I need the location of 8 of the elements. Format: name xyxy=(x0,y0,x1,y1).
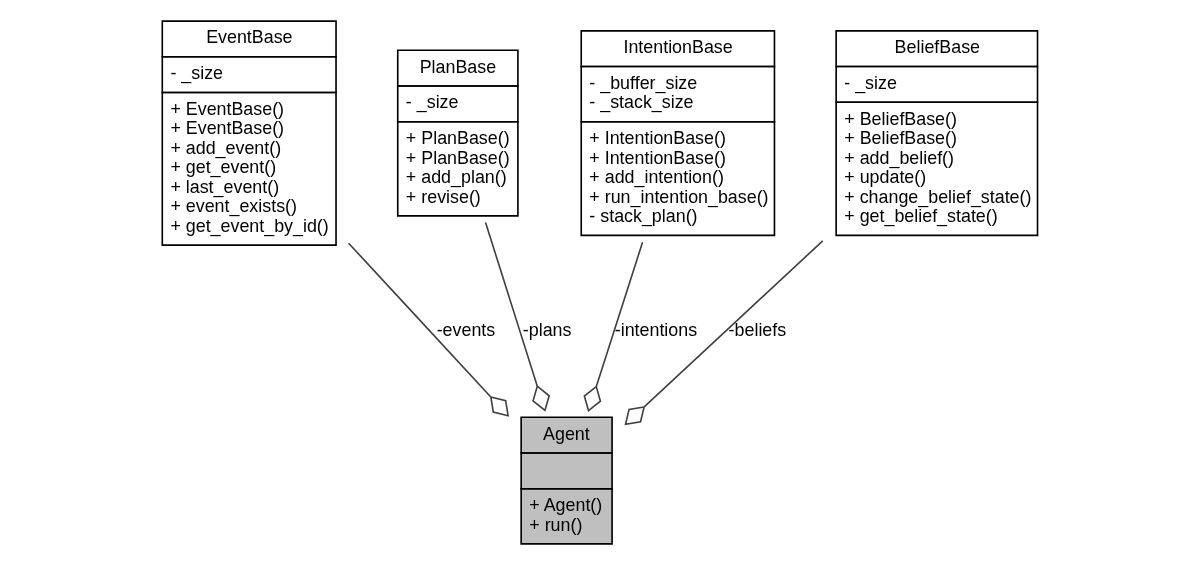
edge-label: -plans xyxy=(522,319,571,340)
edge-label: -beliefs xyxy=(728,319,786,340)
connector xyxy=(484,221,550,412)
edge-label: -intentions xyxy=(614,319,697,340)
connector xyxy=(624,240,824,426)
connector xyxy=(347,242,509,417)
edge-label: -events xyxy=(436,319,495,340)
connector xyxy=(582,241,643,413)
